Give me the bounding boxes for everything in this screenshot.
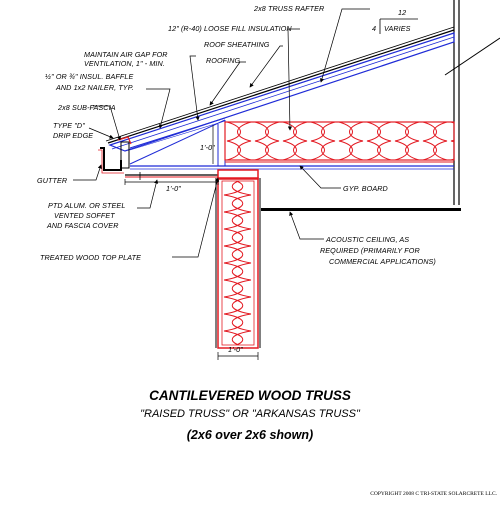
soffit-label-1: PTD ALUM. OR STEEL xyxy=(48,201,125,210)
insulation-label: 12" (R-40) LOOSE FILL INSULATION xyxy=(168,24,292,33)
roof-pitch-symbol: 12 4 VARIES xyxy=(372,8,418,34)
leader-lines xyxy=(73,8,370,258)
dim-heel-label: 1'-0" xyxy=(200,143,215,152)
gyp-board-label: GYP. BOARD xyxy=(343,184,388,193)
sub-fascia-label: 2x8 SUB-FASCIA xyxy=(57,103,116,112)
dim-overhang-label: 1'-0" xyxy=(166,184,181,193)
eave-assembly xyxy=(98,136,218,180)
pitch-run-label: 12 xyxy=(398,8,406,17)
baffle-label-2: AND 1x2 NAILER, TYP. xyxy=(55,83,134,92)
callout-labels: 2x8 TRUSS RAFTER 12" (R-40) LOOSE FILL I… xyxy=(37,4,436,266)
acoustic-label-3: COMMERCIAL APPLICATIONS) xyxy=(329,257,436,266)
drip-edge-label-1: TYPE "D" xyxy=(53,121,85,130)
top-plate-label: TREATED WOOD TOP PLATE xyxy=(40,253,141,262)
acoustic-label-1: ACOUSTIC CEILING, AS xyxy=(325,235,409,244)
air-gap-label-1: MAINTAIN AIR GAP FOR xyxy=(84,50,168,59)
ceiling-assembly xyxy=(225,161,461,211)
truss-rafter-label: 2x8 TRUSS RAFTER xyxy=(253,4,324,13)
drip-edge-label-2: DRIP EDGE xyxy=(53,131,93,140)
drawing-title: CANTILEVERED WOOD TRUSS xyxy=(149,388,351,403)
air-gap-label-2: VENTILATION, 1" - MIN. xyxy=(84,59,165,68)
drawing-title-block: CANTILEVERED WOOD TRUSS "RAISED TRUSS" O… xyxy=(140,388,361,442)
roof-assembly xyxy=(105,26,455,170)
attic-insulation xyxy=(224,121,455,161)
baffle-label-1: ½" OR ¾" INSUL. BAFFLE xyxy=(45,72,133,81)
dimension-lines: 1'-0" 1'-0" 1'-0" xyxy=(124,125,259,360)
roof-sheathing-label: ROOF SHEATHING xyxy=(204,40,270,49)
wall-assembly xyxy=(215,169,261,349)
copyright-text: COPYRIGHT 2008 C TRI-STATE SOLARCRETE LL… xyxy=(370,491,497,497)
soffit-label-3: AND FASCIA COVER xyxy=(46,221,119,230)
pitch-varies-label: VARIES xyxy=(384,24,411,33)
soffit-label-2: VENTED SOFFET xyxy=(54,211,115,220)
gutter-label: GUTTER xyxy=(37,176,67,185)
drawing-note: (2x6 over 2x6 shown) xyxy=(187,428,313,442)
acoustic-label-2: REQUIRED (PRIMARILY FOR xyxy=(320,246,420,255)
dim-wall-label: 1'-0" xyxy=(228,345,243,354)
drawing-subtitle: "RAISED TRUSS" OR "ARKANSAS TRUSS" xyxy=(140,408,361,420)
roofing-label: ROOFING xyxy=(206,56,241,65)
pitch-rise-label: 4 xyxy=(372,24,376,33)
